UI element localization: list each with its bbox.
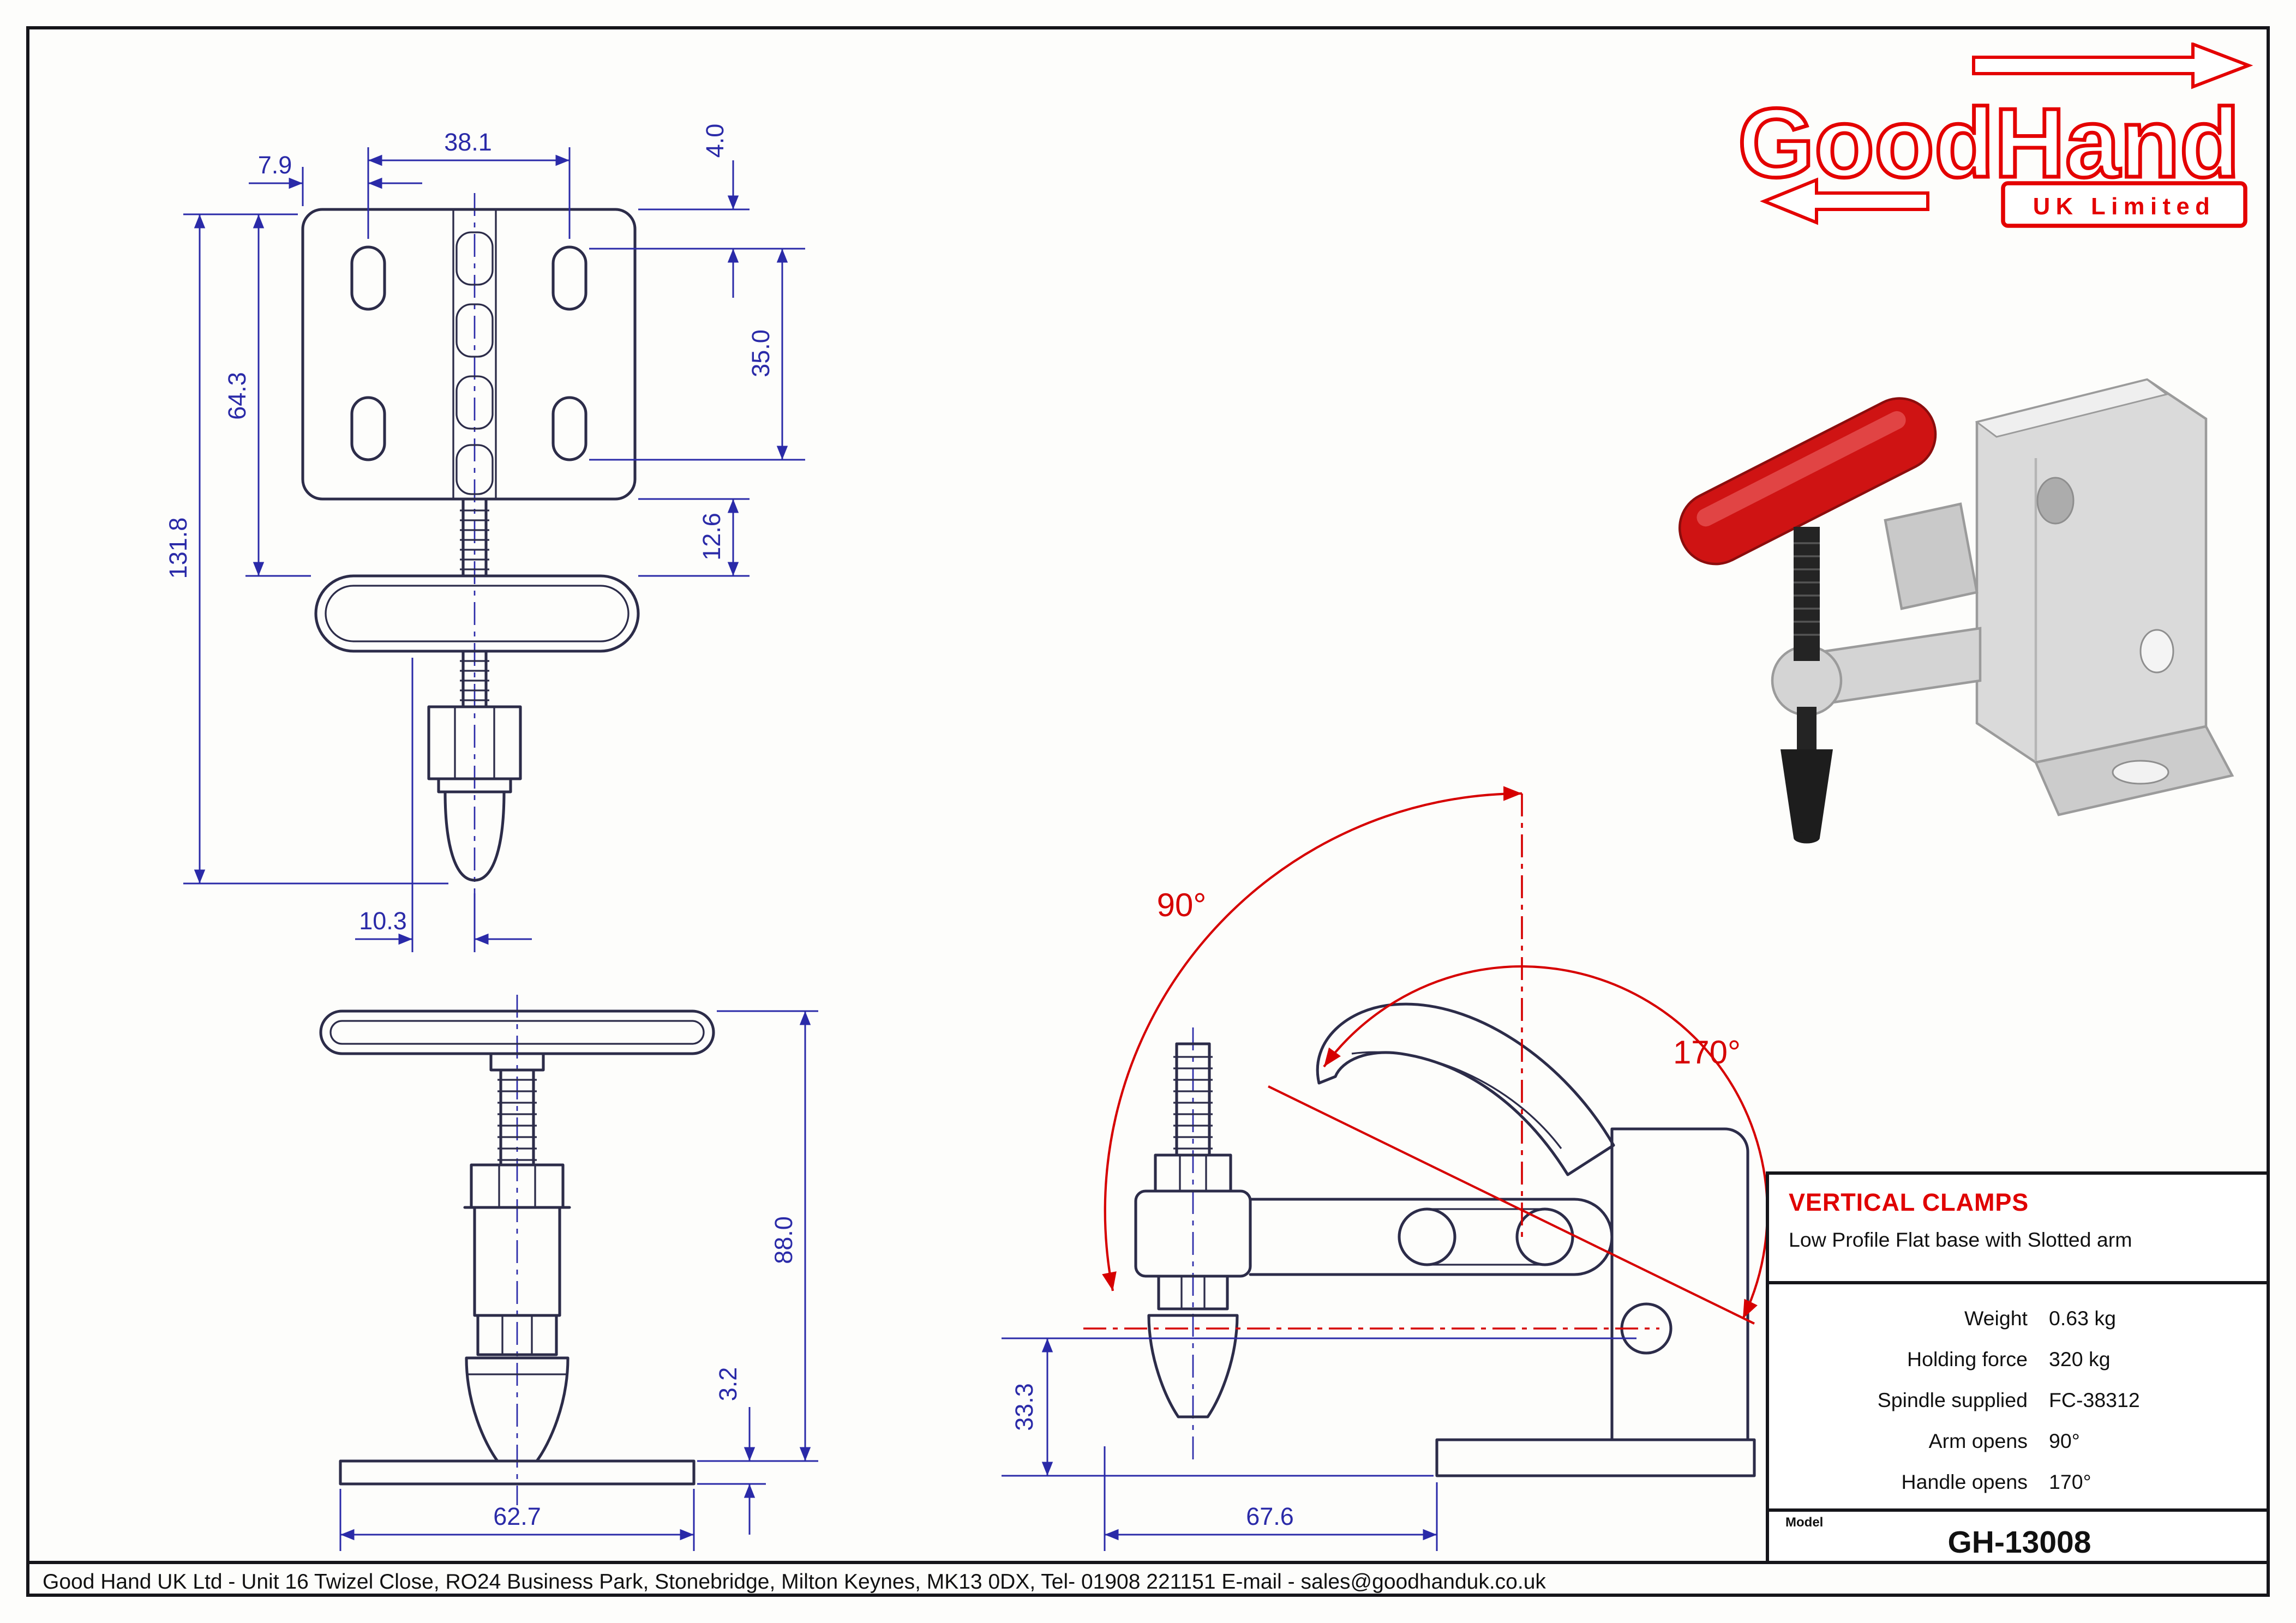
spec-label: Arm opens	[1928, 1429, 2028, 1452]
spec-label: Spindle supplied	[1877, 1388, 2028, 1411]
logo-arrow-left-icon	[1760, 177, 1929, 225]
angle-handle-opens-label: 170°	[1673, 1034, 1741, 1071]
dimensions-front-elevation: 38.1 7.9 4.0 35.0 64.3 131.8	[164, 124, 805, 952]
render-spindle	[1781, 527, 1833, 844]
dim-overall-height: 131.8	[164, 518, 192, 579]
logo-brand: GoodHand	[1738, 88, 2240, 198]
dim-plate-height: 64.3	[223, 372, 251, 420]
info-box-header: VERTICAL CLAMPS Low Profile Flat base wi…	[1769, 1175, 2270, 1284]
dim-slot-offset: 7.9	[258, 151, 292, 179]
render-base-bracket	[1975, 378, 2234, 816]
goodhand-logo: GoodHand UK Limited	[1736, 43, 2253, 228]
spec-label: Weight	[1964, 1306, 2028, 1330]
model-section: Model GH-13008	[1769, 1512, 2270, 1561]
spec-row-handle-opens: Handle opens 170°	[1779, 1461, 2250, 1502]
logo-subtitle: UK Limited	[2033, 194, 2216, 220]
dim-edge-gap: 4.0	[701, 124, 729, 158]
spec-row-arm-opens: Arm opens 90°	[1779, 1420, 2250, 1461]
footer-address: Good Hand UK Ltd - Unit 16 Twizel Close,…	[43, 1568, 1546, 1593]
spec-value: 0.63 kg	[2049, 1306, 2117, 1330]
spec-value: 320 kg	[2049, 1347, 2111, 1370]
footer: Good Hand UK Ltd - Unit 16 Twizel Close,…	[26, 1561, 2270, 1597]
dimensions-side-view: 33.3 67.6	[1002, 1337, 1636, 1551]
spec-row-spindle: Spindle supplied FC-38312	[1779, 1379, 2250, 1420]
logo-subtitle-box	[2001, 181, 2247, 228]
dim-center-offset: 10.3	[359, 907, 407, 935]
spec-value: 90°	[2049, 1429, 2080, 1452]
angle-arm-opens-label: 90°	[1157, 887, 1207, 923]
spec-label: Handle opens	[1901, 1470, 2028, 1493]
dim-slot-spacing: 38.1	[444, 128, 492, 156]
spec-value: 170°	[2049, 1470, 2091, 1493]
model-number: GH-13008	[1947, 1526, 2091, 1561]
clamp-3d-render	[1678, 378, 2234, 844]
spec-row-holding-force: Holding force 320 kg	[1779, 1338, 2250, 1379]
dim-base-height: 33.3	[1010, 1383, 1038, 1431]
dim-base-depth: 67.6	[1246, 1502, 1294, 1530]
category-title: VERTICAL CLAMPS	[1789, 1189, 2029, 1217]
model-label: Model	[1785, 1515, 1824, 1530]
dim-spindle-height: 88.0	[770, 1216, 798, 1264]
spec-value: FC-38312	[2049, 1388, 2140, 1411]
logo-arrow-right-icon	[1972, 43, 2253, 89]
view-side	[1134, 1002, 1756, 1477]
dimensions-spindle-front: 88.0 3.2 62.7	[339, 1010, 818, 1551]
spec-row-weight: Weight 0.63 kg	[1779, 1297, 2250, 1338]
angle-annotations: 90° 170°	[1083, 786, 1769, 1330]
dim-handle-width: 62.7	[493, 1502, 541, 1530]
render-arm	[1771, 502, 1982, 717]
dim-pad-thickness: 3.2	[714, 1367, 742, 1402]
view-spindle-front	[319, 995, 715, 1505]
product-info-box: VERTICAL CLAMPS Low Profile Flat base wi…	[1766, 1171, 2270, 1561]
product-description: Low Profile Flat base with Slotted arm	[1789, 1229, 2132, 1252]
render-handle	[1678, 397, 1937, 566]
spec-table: Weight 0.63 kg Holding force 320 kg Spin…	[1769, 1284, 2270, 1512]
dim-bar-gap: 12.6	[698, 513, 726, 561]
spec-label: Holding force	[1907, 1347, 2028, 1370]
dim-hole-rows: 35.0	[747, 329, 775, 377]
view-front-elevation	[301, 193, 640, 919]
